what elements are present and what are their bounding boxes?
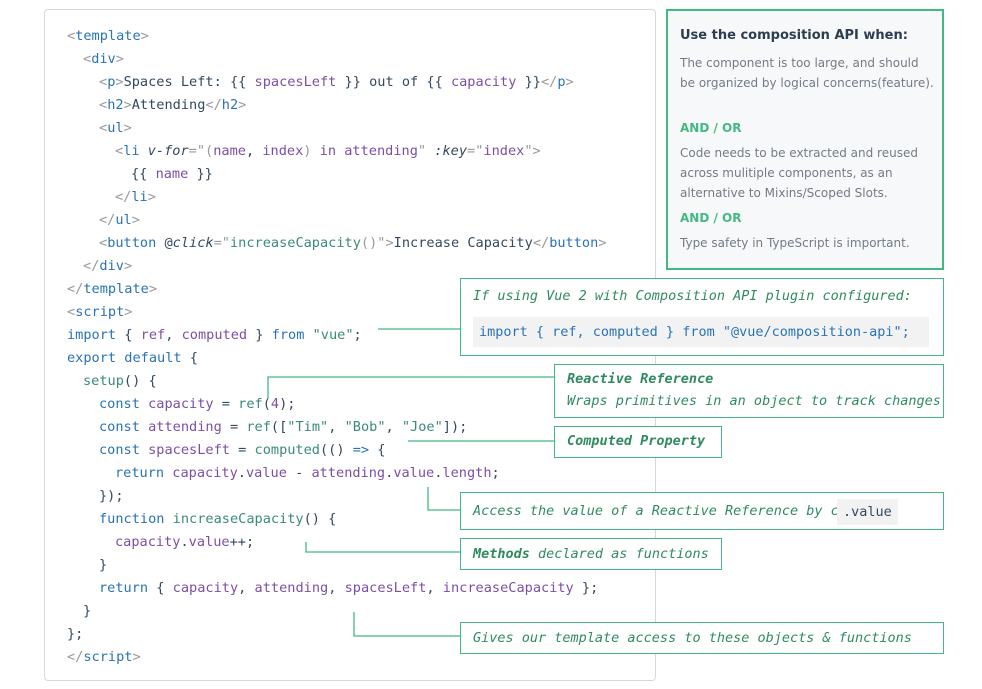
code-line: <script>: [67, 304, 133, 320]
code-line: capacity.value++;: [115, 534, 255, 550]
code-line: <h2>Attending</h2>: [99, 97, 247, 113]
code-line: </script>: [67, 649, 141, 665]
note-title: Methods: [473, 546, 530, 562]
code-line: </div>: [83, 258, 133, 274]
code-line: {{ name }}: [131, 166, 213, 182]
connector-methods: [305, 542, 460, 553]
code-line: function increaseCapacity() {: [99, 511, 337, 527]
methods-note: Methods declared as functions: [460, 538, 722, 570]
code-line: <button @click="increaseCapacity()">Incr…: [99, 235, 607, 251]
connector-return: [353, 612, 460, 637]
code-line: const attending = ref(["Tim", "Bob", "Jo…: [99, 419, 468, 435]
info-heading: Use the composition API when:: [680, 28, 908, 43]
note-title: Reactive Reference: [567, 371, 714, 387]
info-item: Code needs to be extracted and reused ac…: [680, 146, 918, 200]
computed-property-note: Computed Property: [554, 426, 722, 458]
code-line: }: [83, 603, 92, 619]
note-text: declared as functions: [529, 546, 709, 562]
code-line: const spacesLeft = computed(() => {: [99, 442, 386, 458]
code-line: };: [67, 626, 84, 642]
code-line: import { ref, computed } from "vue";: [67, 327, 362, 343]
code-block: <template> <div> <p>Spaces Left: {{ spac…: [45, 10, 606, 665]
code-line: <p>Spaces Left: {{ spacesLeft }} out of …: [99, 74, 574, 90]
return-note: Gives our template access to these objec…: [460, 622, 944, 654]
value-access-note: Access the value of a Reactive Reference…: [460, 492, 944, 530]
code-line: return { capacity, attending, spacesLeft…: [99, 580, 599, 596]
code-line: export default {: [67, 350, 198, 366]
code-line: }: [99, 557, 108, 573]
info-item: Type safety in TypeScript is important.: [680, 236, 910, 250]
code-line: <div>: [83, 51, 124, 67]
note-text: If using Vue 2 with Composition API plug…: [473, 288, 912, 304]
info-and-or: AND / OR: [680, 121, 742, 135]
note-title: Computed Property: [567, 433, 706, 449]
code-line: const capacity = ref(4);: [99, 396, 296, 412]
code-line: <ul>: [99, 120, 132, 136]
code-line: </li>: [115, 189, 156, 205]
note-code: .value: [837, 499, 898, 525]
code-line: return capacity.value - attending.value.…: [115, 465, 500, 481]
code-line: });: [99, 488, 124, 504]
code-line: </ul>: [99, 212, 140, 228]
code-line: <li v-for="(name, index) in attending" :…: [115, 143, 541, 159]
code-line: </template>: [67, 281, 158, 297]
composition-api-info-box: Use the composition API when: The compon…: [666, 9, 944, 270]
code-line: setup() {: [83, 373, 157, 389]
reactive-reference-note: Reactive Reference Wraps primitives in a…: [554, 364, 944, 418]
connector-value: [427, 487, 460, 511]
note-text: Wraps primitives in an object to track c…: [567, 393, 941, 409]
code-line: <template>: [67, 28, 149, 44]
note-text: Gives our template access to these objec…: [473, 630, 912, 646]
vue2-plugin-note: If using Vue 2 with Composition API plug…: [460, 278, 944, 356]
note-text: Access the value of a Reactive Reference…: [473, 503, 888, 519]
info-and-or: AND / OR: [680, 211, 742, 225]
note-code: import { ref, computed } from "@vue/comp…: [473, 317, 929, 347]
connector-ref: [267, 376, 554, 398]
info-item: The component is too large, and should b…: [680, 56, 934, 90]
